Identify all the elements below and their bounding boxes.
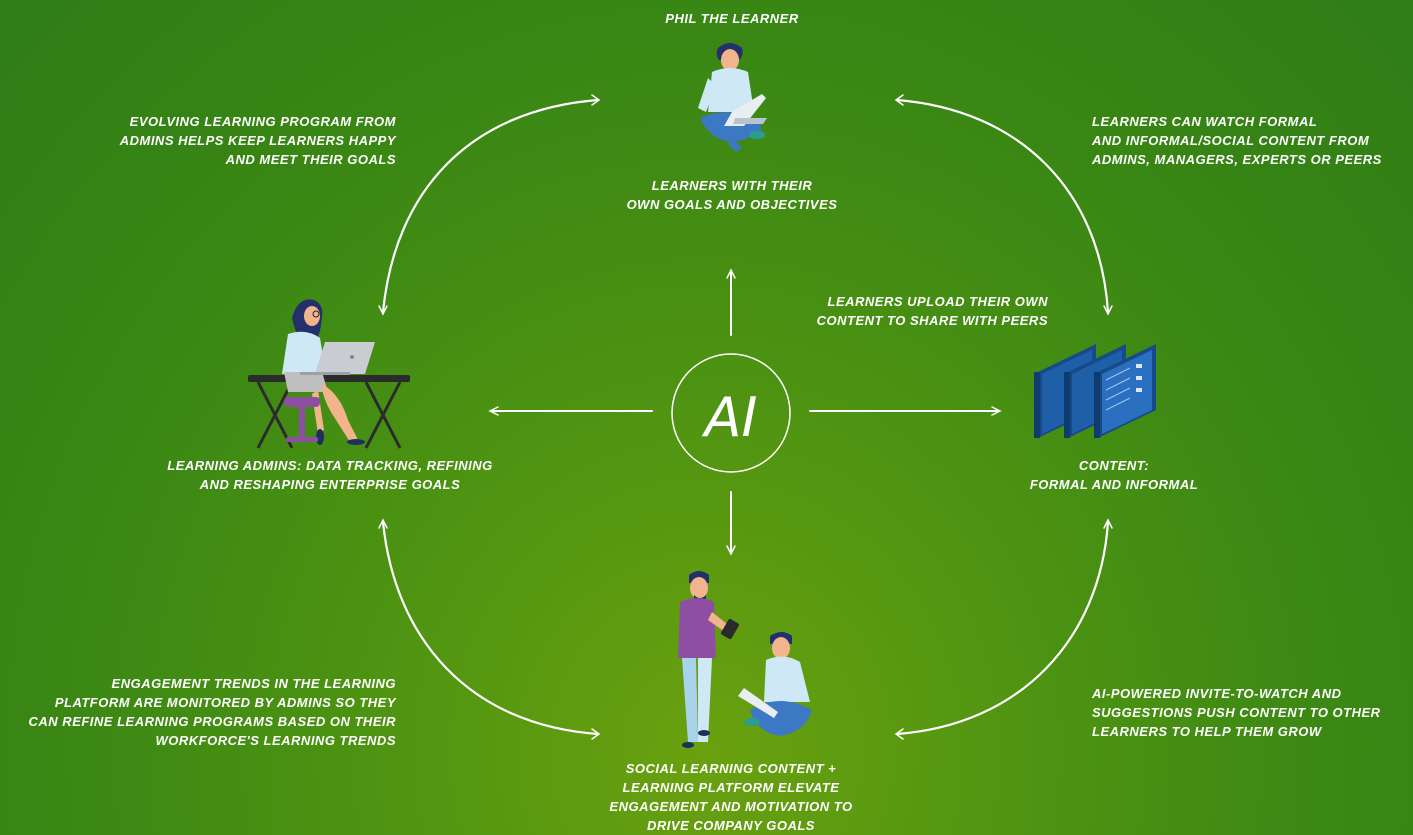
arc-social-to-admins <box>381 520 600 736</box>
spoke-right-head <box>991 406 1002 416</box>
ai-hub-label: AI <box>702 386 758 449</box>
edge-label-social-to-admins: Engagement trends in the learning platfo… <box>28 676 396 748</box>
social-caption: Social learning content + learning platf… <box>609 761 853 833</box>
arrowhead-admins-down <box>378 305 388 316</box>
spoke-left-head <box>488 406 499 416</box>
arc-admins-to-learner <box>381 98 600 314</box>
arc-content-to-social <box>895 520 1110 736</box>
arrowhead-admins-to-learner <box>591 94 601 106</box>
learner-name-label: Phil the learner <box>665 11 799 26</box>
learner-figure-icon <box>698 43 767 152</box>
admin-at-desk-icon <box>248 299 410 449</box>
arrowhead-social-to-admins <box>378 518 388 529</box>
spoke-up-head <box>726 268 736 279</box>
ai-hub-circle <box>671 353 791 473</box>
arrowhead-learner-to-content <box>1103 305 1113 316</box>
arrowhead-learner-left <box>894 94 904 106</box>
arrowhead-content-up <box>1103 518 1113 529</box>
arc-learner-to-content <box>895 98 1110 314</box>
edge-label-learner-upload: Learners upload their own content to sha… <box>816 294 1048 328</box>
spoke-down-head <box>726 545 736 556</box>
edge-label-admins-to-learner: Evolving learning program from admins he… <box>119 114 396 167</box>
content-caption: Content: Formal and Informal <box>1029 458 1199 492</box>
learner-caption: Learners with their own goals and object… <box>626 178 838 212</box>
admins-caption: Learning Admins: Data tracking, refining… <box>167 458 493 492</box>
social-pair-icon <box>678 571 812 748</box>
edge-label-learner-to-content: Learners can watch formal and informal/s… <box>1092 114 1382 167</box>
arrowhead-content-to-social <box>894 728 904 740</box>
content-documents-icon <box>1034 344 1156 438</box>
edge-label-content-to-social: AI-powered invite-to-watch and suggestio… <box>1092 686 1381 739</box>
arrowhead-social-right <box>591 728 601 740</box>
